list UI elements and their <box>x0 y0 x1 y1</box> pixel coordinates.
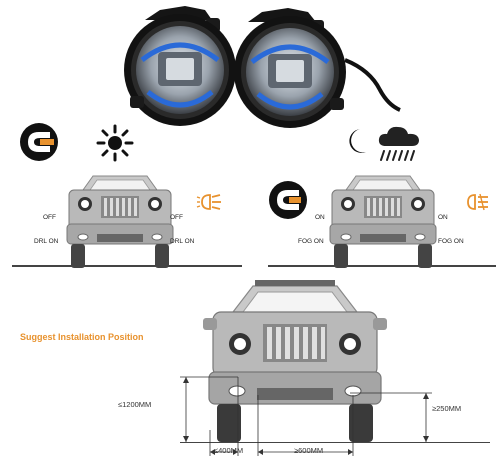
sun-icon <box>96 124 134 162</box>
scene1-right-top-label: OFF <box>170 214 183 221</box>
scene1-left-top-label: OFF <box>43 214 56 221</box>
ground-line-installation <box>180 442 490 443</box>
scene2-left-bottom-label: FOG ON <box>298 238 324 245</box>
car-front-installation-diagram <box>203 280 387 442</box>
drl-lamp-icon <box>196 194 221 210</box>
fog-lamp-right-image <box>234 8 346 128</box>
fog-lamp-left-image <box>124 6 236 126</box>
fog-lamps-product-photo <box>124 6 401 128</box>
scene2-left-top-label: ON <box>315 214 325 221</box>
scene1-right-bottom-label: DRL ON <box>170 238 195 245</box>
rain-cloud-icon <box>378 126 419 161</box>
edge-distance-label: ≤400MM <box>214 446 244 455</box>
scene1-left-bottom-label: DRL ON <box>34 238 59 245</box>
fog-lamp-icon <box>467 193 488 211</box>
height-dimension-label: ≤1200MM <box>118 400 152 409</box>
ground-line-scene1 <box>12 265 242 267</box>
scene2-right-bottom-label: FOG ON <box>438 238 464 245</box>
scene2-right-top-label: ON <box>438 214 448 221</box>
ground-line-scene2 <box>268 265 496 267</box>
car-front-drl-scene <box>66 175 174 268</box>
drl-switch-icon <box>20 123 58 161</box>
fog-switch-icon <box>269 181 307 219</box>
lamp-spacing-label: ≥600MM <box>294 446 324 455</box>
car-front-fog-scene <box>329 175 437 268</box>
ground-clearance-label: ≥250MM <box>432 404 462 413</box>
installation-title: Suggest Installation Position <box>20 332 144 342</box>
